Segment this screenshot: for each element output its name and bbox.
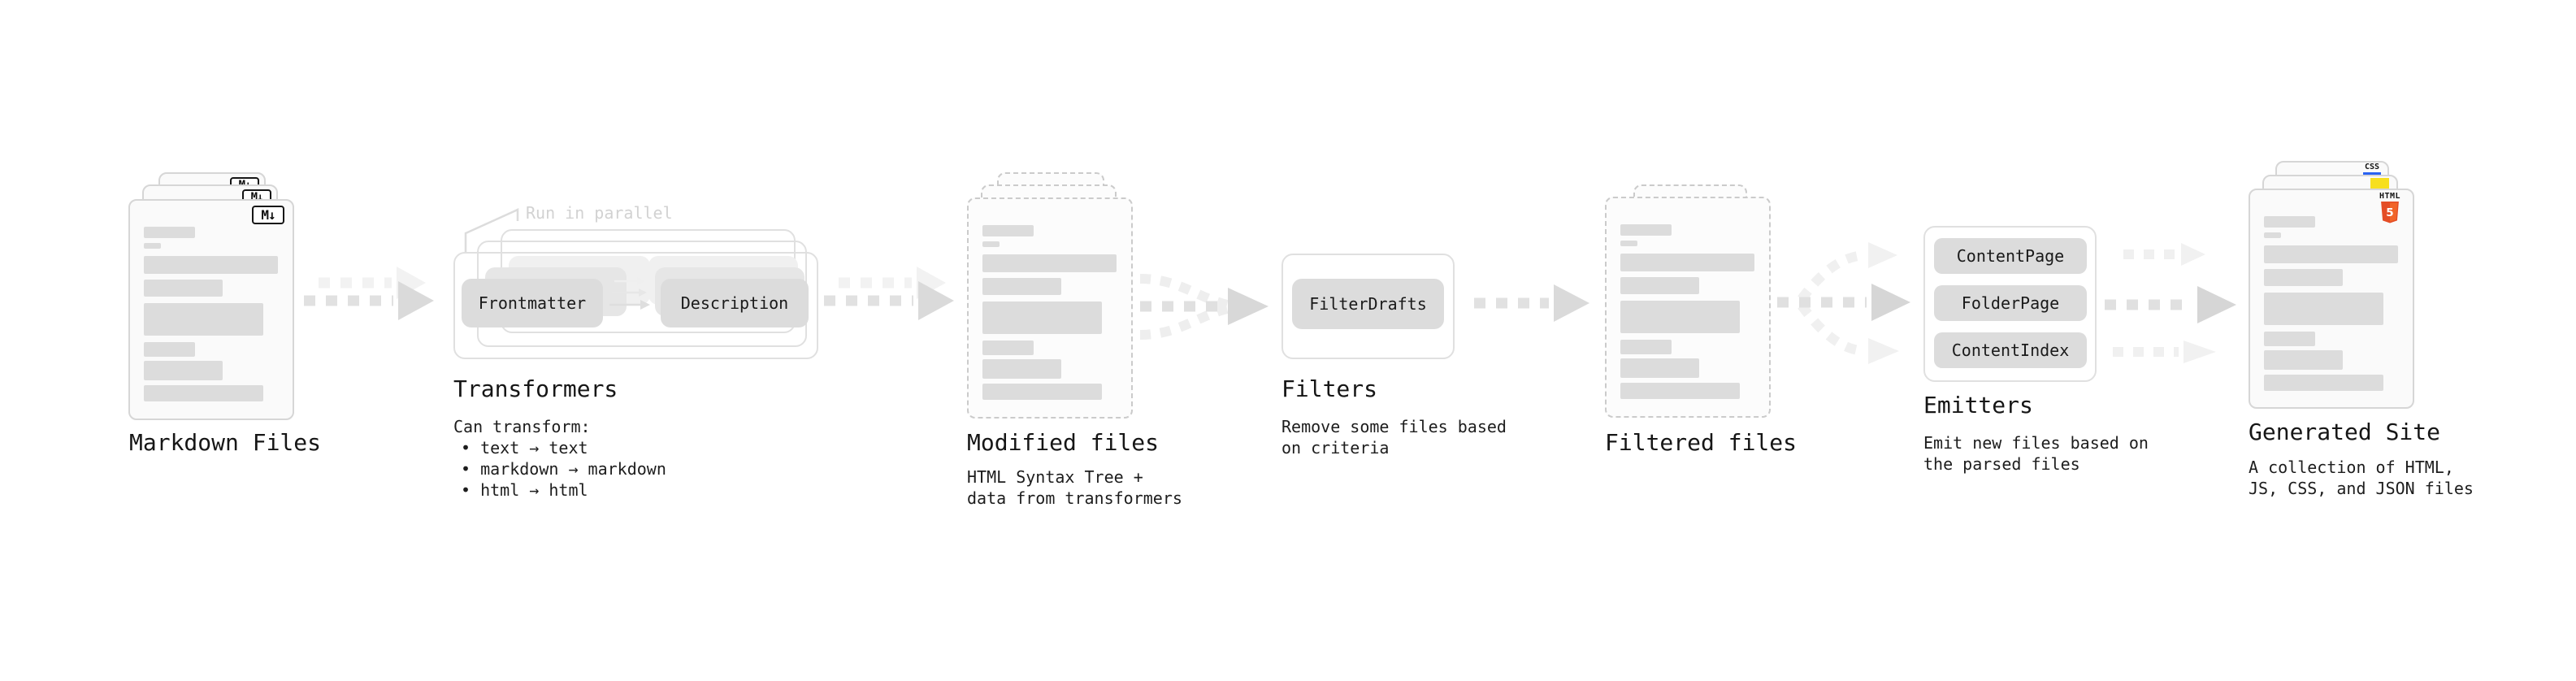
fanout-arrow-filtered-to-emitters	[1777, 242, 1910, 364]
content-bar	[144, 303, 263, 336]
node-subtitle-generated-site: JS, CSS, and JSON files	[2249, 479, 2474, 498]
content-bar	[982, 254, 1117, 272]
content-bar	[982, 225, 1034, 236]
node-subtitle-modified-files: HTML Syntax Tree +	[967, 467, 1143, 487]
content-bar	[2264, 375, 2383, 391]
content-bar	[1620, 241, 1637, 246]
document-card-front	[2249, 189, 2414, 409]
content-bar	[2264, 332, 2315, 346]
run-in-parallel-connector	[464, 208, 519, 252]
node-subtitle-filters: Remove some files based	[1281, 417, 1507, 436]
content-bar	[144, 361, 223, 380]
document-card-front	[128, 199, 294, 420]
content-bar	[144, 256, 278, 274]
contentpage-pill: ContentPage	[1934, 238, 2087, 274]
filterdrafts-pill: FilterDrafts	[1292, 279, 1444, 329]
transform-bullet: • html → html	[461, 480, 588, 500]
content-bar	[982, 278, 1061, 295]
markdown-icon: M↓	[252, 206, 284, 224]
html5-shield: 5	[2381, 202, 2399, 223]
content-bar	[2264, 216, 2315, 228]
content-bar	[144, 280, 223, 297]
content-bar	[2264, 350, 2343, 370]
emitters-frame	[1923, 226, 2097, 382]
content-bar	[982, 359, 1061, 379]
node-title-emitters: Emitters	[1923, 392, 2033, 419]
merge-arrow-modified-to-filters	[1139, 274, 1268, 340]
node-title-modified-files: Modified files	[967, 429, 1160, 456]
document-card-front	[967, 197, 1133, 419]
transform-bullet: • text → text	[461, 438, 588, 458]
node-subtitle-generated-site: A collection of HTML,	[2249, 458, 2454, 477]
css-icon: CSS	[2363, 163, 2381, 176]
arrow-filters-to-filtered	[1474, 284, 1589, 322]
node-subtitle-emitters: the parsed files	[1923, 454, 2080, 474]
node-title-markdown-files: Markdown Files	[129, 429, 322, 456]
content-bar	[2264, 245, 2398, 263]
description-pill: Description	[661, 279, 809, 327]
content-bar	[144, 342, 195, 357]
folderpage-pill: FolderPage	[1934, 285, 2087, 321]
content-bar	[982, 241, 1000, 247]
node-title-generated-site: Generated Site	[2249, 419, 2441, 445]
content-bar	[1620, 301, 1740, 333]
content-bar	[1620, 358, 1699, 378]
frontmatter-pill: Frontmatter	[462, 279, 603, 327]
node-subtitle-emitters: Emit new files based on	[1923, 433, 2149, 453]
content-bar	[144, 243, 161, 249]
node-subtitle-filters: on criteria	[1281, 438, 1390, 458]
filters-frame	[1281, 254, 1455, 359]
html5-icon-label: HTML	[2379, 192, 2401, 201]
content-bar	[1620, 224, 1672, 236]
css-icon-underline	[2363, 172, 2381, 176]
content-bar	[2264, 293, 2383, 325]
content-bar	[1620, 340, 1672, 354]
content-bar	[2264, 232, 2281, 238]
content-bar	[144, 227, 195, 238]
svg-text:5: 5	[2386, 206, 2393, 219]
content-bar	[1620, 383, 1740, 399]
annotation-run-in-parallel: Run in parallel	[526, 203, 673, 223]
content-bar	[982, 340, 1034, 355]
content-bar	[2264, 269, 2343, 286]
contentindex-pill: ContentIndex	[1934, 332, 2087, 368]
css-icon-label: CSS	[2364, 163, 2380, 171]
node-subtitle-transformers: Can transform:	[453, 417, 591, 436]
transform-bullet: • markdown → markdown	[461, 459, 666, 479]
arrow-transformers-to-modified	[824, 267, 954, 320]
node-title-transformers: Transformers	[453, 375, 618, 402]
arrow-markdown-to-transformers	[304, 267, 434, 320]
content-bar	[1620, 277, 1699, 294]
node-title-filtered-files: Filtered files	[1605, 429, 1798, 456]
node-subtitle-modified-files: data from transformers	[967, 488, 1182, 508]
content-bar	[982, 301, 1102, 334]
document-card-front	[1605, 197, 1771, 418]
html5-icon: HTML 5	[2379, 193, 2400, 223]
content-bar	[144, 385, 263, 401]
transformer-frame-front	[453, 252, 818, 359]
parallel-arrows-emitters-to-site	[2105, 243, 2236, 363]
content-bar	[982, 384, 1102, 400]
node-title-filters: Filters	[1281, 375, 1378, 402]
transform-arrows-icon	[609, 277, 650, 310]
content-bar	[1620, 254, 1754, 271]
